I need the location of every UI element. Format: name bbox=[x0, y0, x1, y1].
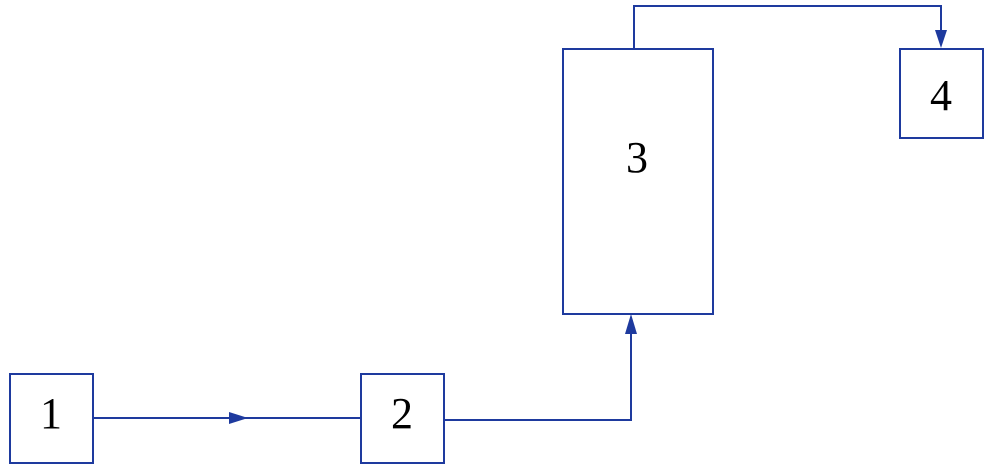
node-1: 1 bbox=[9, 373, 94, 464]
node-1-label: 1 bbox=[40, 389, 62, 438]
node-4-label: 4 bbox=[930, 71, 952, 120]
edge-1-to-2-arrowhead bbox=[229, 412, 248, 424]
edge-3-to-4-arrowhead bbox=[935, 30, 947, 48]
edge-3-to-4 bbox=[633, 5, 947, 49]
edge-2-to-3-line bbox=[444, 330, 632, 421]
node-3-label: 3 bbox=[626, 133, 648, 182]
edge-2-to-3 bbox=[444, 314, 637, 421]
node-2-label: 2 bbox=[391, 389, 413, 438]
node-2: 2 bbox=[360, 373, 445, 464]
node-2-box bbox=[360, 373, 445, 464]
node-4-box bbox=[899, 48, 984, 139]
node-1-box bbox=[9, 373, 94, 464]
node-3-box bbox=[562, 48, 714, 315]
node-4: 4 bbox=[899, 48, 984, 139]
edge-3-to-4-line bbox=[633, 5, 942, 49]
edge-1-to-2 bbox=[93, 412, 361, 424]
node-3: 3 bbox=[562, 48, 714, 315]
edge-2-to-3-arrowhead bbox=[625, 314, 637, 334]
